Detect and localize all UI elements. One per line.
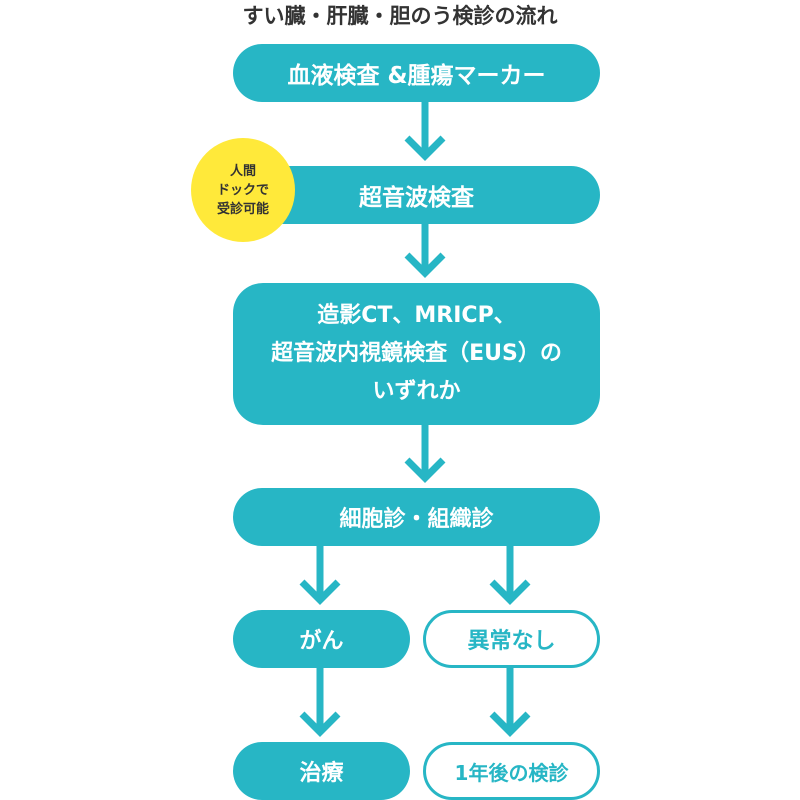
diagram-title: すい臓・肝臓・胆のう検診の流れ	[242, 4, 558, 28]
step-imaging-line3: いずれか	[372, 379, 461, 404]
arrow-no-abnormality-to-recheck	[489, 668, 531, 737]
arrow-blood-to-ultrasound	[404, 102, 446, 161]
step-biopsy-label: 細胞診・組織診	[339, 507, 494, 532]
step-blood-test: 血液検査 &腫瘍マーカー	[233, 44, 600, 102]
result-no-abnormality-label: 異常なし	[467, 629, 556, 654]
dock-badge-line2: ドックで	[216, 182, 269, 198]
dock-badge: 人間 ドックで 受診可能	[191, 138, 295, 242]
arrow-biopsy-to-no-abnormality	[489, 546, 531, 605]
step-biopsy: 細胞診・組織診	[233, 488, 600, 546]
dock-badge-line3: 受診可能	[216, 201, 269, 217]
arrow-cancer-to-treatment	[299, 668, 341, 737]
step-blood-test-label: 血液検査 &腫瘍マーカー	[287, 63, 546, 89]
step-imaging: 造影CT、MRICP、 超音波内視鏡検査（EUS）の いずれか	[233, 283, 600, 425]
arrow-imaging-to-biopsy	[404, 425, 446, 483]
outcome-treatment-label: 治療	[299, 761, 344, 786]
outcome-recheck: 1年後の検診	[423, 742, 600, 800]
result-no-abnormality: 異常なし	[423, 610, 600, 668]
result-cancer-label: がん	[299, 629, 344, 654]
step-imaging-line2: 超音波内視鏡検査（EUS）の	[271, 341, 562, 366]
step-ultrasound-label: 超音波検査	[359, 185, 474, 211]
dock-badge-line1: 人間	[229, 163, 256, 179]
result-cancer: がん	[233, 610, 410, 668]
step-imaging-line1: 造影CT、MRICP、	[317, 303, 516, 328]
outcome-treatment: 治療	[233, 742, 410, 800]
arrow-biopsy-to-cancer	[299, 546, 341, 605]
arrow-ultrasound-to-imaging	[404, 224, 446, 278]
outcome-recheck-label: 1年後の検診	[454, 760, 569, 785]
